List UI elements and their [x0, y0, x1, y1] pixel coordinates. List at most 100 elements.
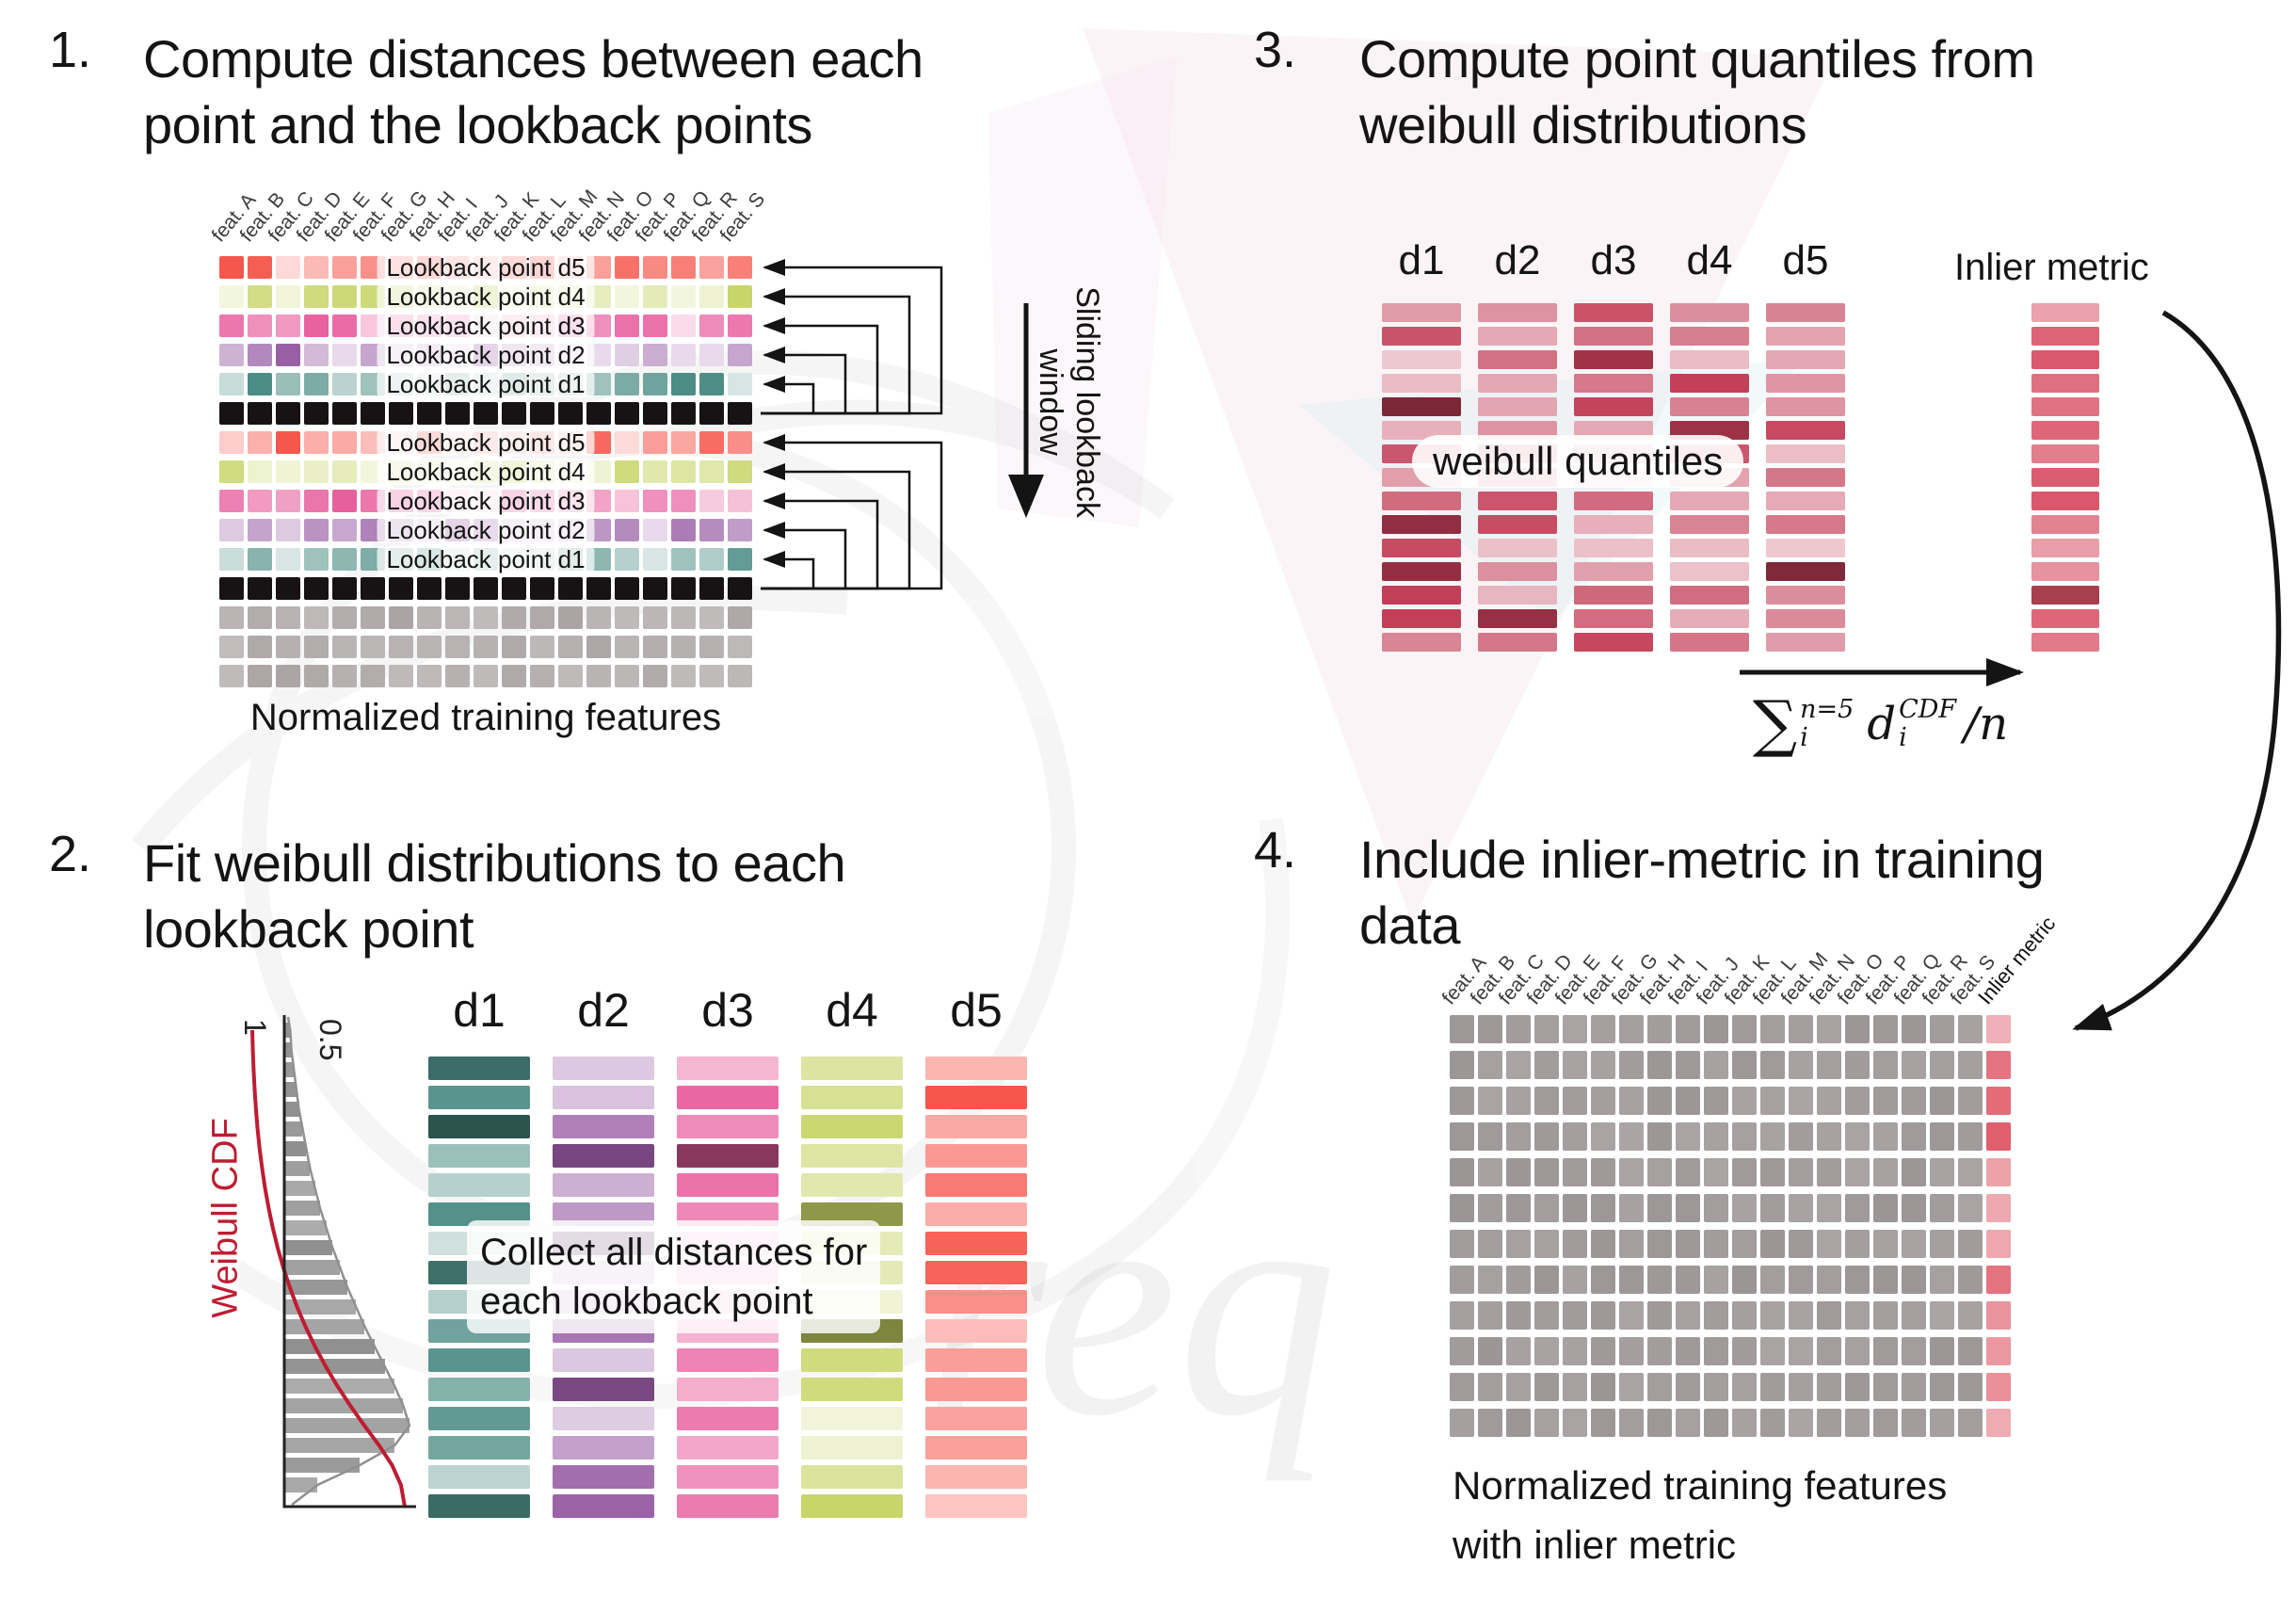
feature-cell: [248, 373, 272, 395]
feature-cell: [615, 256, 639, 279]
feature-cell: [1563, 1087, 1587, 1115]
feature-cell: [1873, 1337, 1898, 1365]
feature-cell: [671, 548, 696, 571]
current-point-cell: [361, 402, 385, 425]
distance-bar: [801, 1086, 903, 1109]
feature-cell: [276, 519, 300, 541]
feature-cell: [1732, 1373, 1757, 1401]
distance-bar: [677, 1407, 779, 1430]
feature-cell: [615, 519, 639, 541]
feature-cell: [1760, 1337, 1785, 1365]
feature-cell: [1676, 1158, 1700, 1186]
feature-cell: [699, 490, 724, 512]
feature-cell: [1591, 1158, 1615, 1186]
feature-cell: [1845, 1266, 1870, 1294]
feature-cell: [671, 490, 696, 512]
feature-cell: [1732, 1122, 1757, 1151]
feature-cell: [1817, 1194, 1841, 1222]
feature-cell: [219, 373, 244, 395]
feature-cell: [276, 256, 300, 279]
feature-cell: [699, 636, 724, 658]
distance-bar: [801, 1057, 903, 1080]
feature-cell: [219, 665, 244, 687]
distribution-column-header: d4: [826, 984, 878, 1037]
feature-cell: [1817, 1230, 1841, 1258]
feature-cell: [1478, 1409, 1502, 1437]
feature-cell: [1930, 1122, 1954, 1151]
distance-bar: [1574, 397, 1653, 416]
lookback-row-label: Lookback point d2: [377, 517, 595, 543]
feature-cell: [1676, 1015, 1700, 1043]
feature-cell: [219, 548, 244, 571]
feature-cell: [643, 460, 667, 483]
feature-cell: [1704, 1194, 1728, 1222]
feature-cell: [728, 285, 752, 308]
feature-cell: [219, 431, 244, 454]
feature-cell: [643, 344, 667, 366]
feature-cell: [389, 636, 413, 658]
lookback-distance-arrows-group1: [761, 259, 943, 415]
feature-cell: [276, 490, 300, 512]
feature-cell: [1732, 1158, 1757, 1186]
feature-cell: [1534, 1194, 1559, 1222]
feature-cell: [1732, 1087, 1757, 1115]
feature-cell: [248, 636, 272, 658]
feature-cell: [1591, 1194, 1615, 1222]
feature-cell: [1506, 1337, 1531, 1365]
distribution-column-header: d1: [453, 984, 506, 1037]
current-point-cell: [502, 577, 526, 600]
feature-cell: [1534, 1051, 1559, 1079]
feature-cell: [1902, 1337, 1926, 1365]
feature-cell: [1676, 1230, 1700, 1258]
distance-bar: [1574, 515, 1653, 534]
current-point-cell: [474, 577, 498, 600]
feature-cell: [1704, 1158, 1728, 1186]
distance-bar: [1766, 609, 1845, 628]
feature-cell: [1506, 1051, 1531, 1079]
feature-cell: [671, 460, 696, 483]
feature-cell: [1506, 1373, 1531, 1401]
distance-bar: [925, 1232, 1027, 1255]
collect-distances-note: Collect all distances for each lookback …: [467, 1220, 881, 1333]
feature-cell: [1534, 1409, 1559, 1437]
lookback-distance-arrows-group2: [761, 434, 943, 590]
feature-cell: [1760, 1015, 1785, 1043]
feature-cell: [276, 548, 300, 571]
feature-cell: [671, 373, 696, 395]
feature-cell: [1760, 1266, 1785, 1294]
feature-cell: [304, 431, 329, 454]
distance-superscript: CDF: [1899, 694, 1957, 724]
lookback-row-label: Lookback point d2: [377, 342, 595, 368]
feature-cell: [1478, 1087, 1502, 1115]
feature-cell: [586, 606, 611, 629]
distance-bar: [677, 1173, 779, 1197]
feature-cell: [1760, 1230, 1785, 1258]
feature-cell: [361, 636, 385, 658]
feature-cell: [1563, 1230, 1587, 1258]
feature-cell: [671, 285, 696, 308]
feature-cell: [1591, 1373, 1615, 1401]
current-point-cell: [699, 402, 724, 425]
feature-cell: [219, 344, 244, 366]
distance-bar: [2031, 586, 2099, 605]
distance-bar: [1382, 633, 1461, 652]
distance-bar: [2031, 492, 2099, 510]
feature-cell: [1789, 1301, 1813, 1330]
current-point-cell: [558, 577, 583, 600]
feature-cell: [728, 344, 752, 366]
feature-cell: [558, 665, 583, 687]
current-point-cell: [586, 402, 611, 425]
distance-bar: [1670, 350, 1749, 369]
formula-divisor: /n: [1964, 698, 2009, 750]
step-1-title: Compute distances between each point and…: [143, 26, 923, 158]
feature-cell: [1958, 1015, 1983, 1043]
feature-cell: [1958, 1087, 1983, 1115]
distance-bar: [1382, 397, 1461, 416]
inlier-metric-cell: [1986, 1015, 2011, 1043]
feature-cell: [1760, 1158, 1785, 1186]
sum-symbol: ∑: [1753, 687, 1798, 760]
feature-cell: [728, 548, 752, 571]
inlier-metric-cell: [1986, 1051, 2011, 1079]
feature-cell: [1478, 1337, 1502, 1365]
distance-bar: [428, 1407, 530, 1430]
